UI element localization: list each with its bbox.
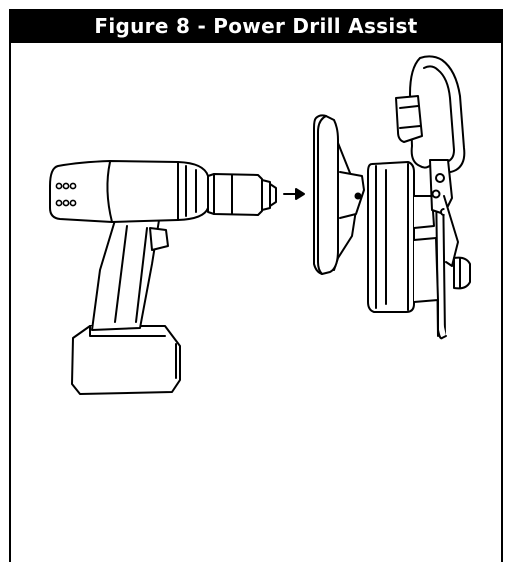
power-drill-icon (49, 160, 277, 395)
figure-panel: Figure 8 - Power Drill Assist (9, 9, 503, 562)
arrow-right-icon (283, 188, 305, 200)
handwheel-icon (313, 114, 365, 275)
descender-device-icon (367, 55, 471, 340)
figure-title: Figure 8 - Power Drill Assist (11, 9, 501, 43)
